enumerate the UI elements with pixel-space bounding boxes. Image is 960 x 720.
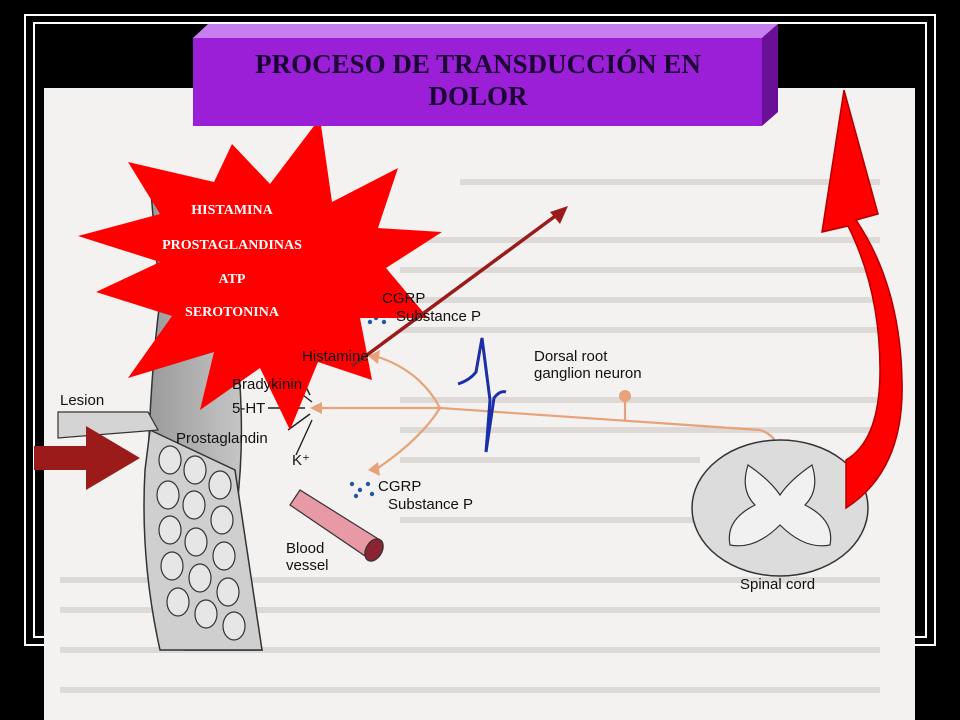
faded-text-lines <box>60 179 880 693</box>
spinal-cord-drawing <box>691 439 869 577</box>
bradykinin-label: Bradykinin <box>232 376 303 393</box>
spinal-cord-label: Spinal cord <box>740 576 816 593</box>
dorsal-root-label: Dorsal root ganglion neuron <box>534 348 642 382</box>
blood-vessel-label: Blood vessel <box>286 540 329 574</box>
lesion-label: Lesion <box>60 392 105 409</box>
mediators-starburst <box>78 118 442 430</box>
blood-vessel-drawing <box>289 489 384 562</box>
ganglion-cell-body <box>619 390 631 402</box>
fiber-terminal-bottom <box>368 462 380 476</box>
signal-arrow <box>350 206 568 368</box>
title-box-3d <box>193 24 778 126</box>
mediator-label: HISTAMINA <box>191 203 273 218</box>
fiber-terminal-middle <box>310 402 322 414</box>
mediator-label: ATP <box>218 272 246 287</box>
title-line-1: PROCESO DE TRANSDUCCIÓN EN <box>255 49 701 79</box>
fiber-terminal-top <box>368 350 380 364</box>
substance-p-label-top: Substance P <box>396 308 482 325</box>
mediator-label: PROSTAGLANDINAS <box>162 238 302 253</box>
lesion-blade <box>57 411 159 439</box>
mediator-label: SEROTONINA <box>185 305 279 320</box>
blood-vessel-label-line-1: Blood <box>286 540 325 557</box>
cgrp-label-bottom: CGRP <box>378 478 422 495</box>
dorsal-root-label-line-2: ganglion neuron <box>534 365 642 382</box>
cgrp-dots-bottom <box>349 481 375 499</box>
cgrp-label-top: CGRP <box>382 290 426 307</box>
potassium-label: K⁺ <box>292 452 310 469</box>
ascending-arrow <box>821 89 903 510</box>
prostaglandin-label: Prostaglandin <box>176 430 268 447</box>
substance-p-label-bottom: Substance P <box>388 496 474 513</box>
action-potential-squiggle <box>457 337 507 453</box>
page-title: PROCESO DE TRANSDUCCIÓN EN DOLOR <box>193 48 763 112</box>
dorsal-root-label-line-1: Dorsal root <box>534 348 608 365</box>
histamine-label: Histamine <box>302 348 369 365</box>
5ht-label: 5-HT <box>232 400 266 417</box>
title-line-2: DOLOR <box>428 81 528 111</box>
blood-vessel-label-line-2: vessel <box>286 557 329 574</box>
skin-tissue <box>143 177 264 651</box>
stimulus-arrow <box>34 426 140 490</box>
